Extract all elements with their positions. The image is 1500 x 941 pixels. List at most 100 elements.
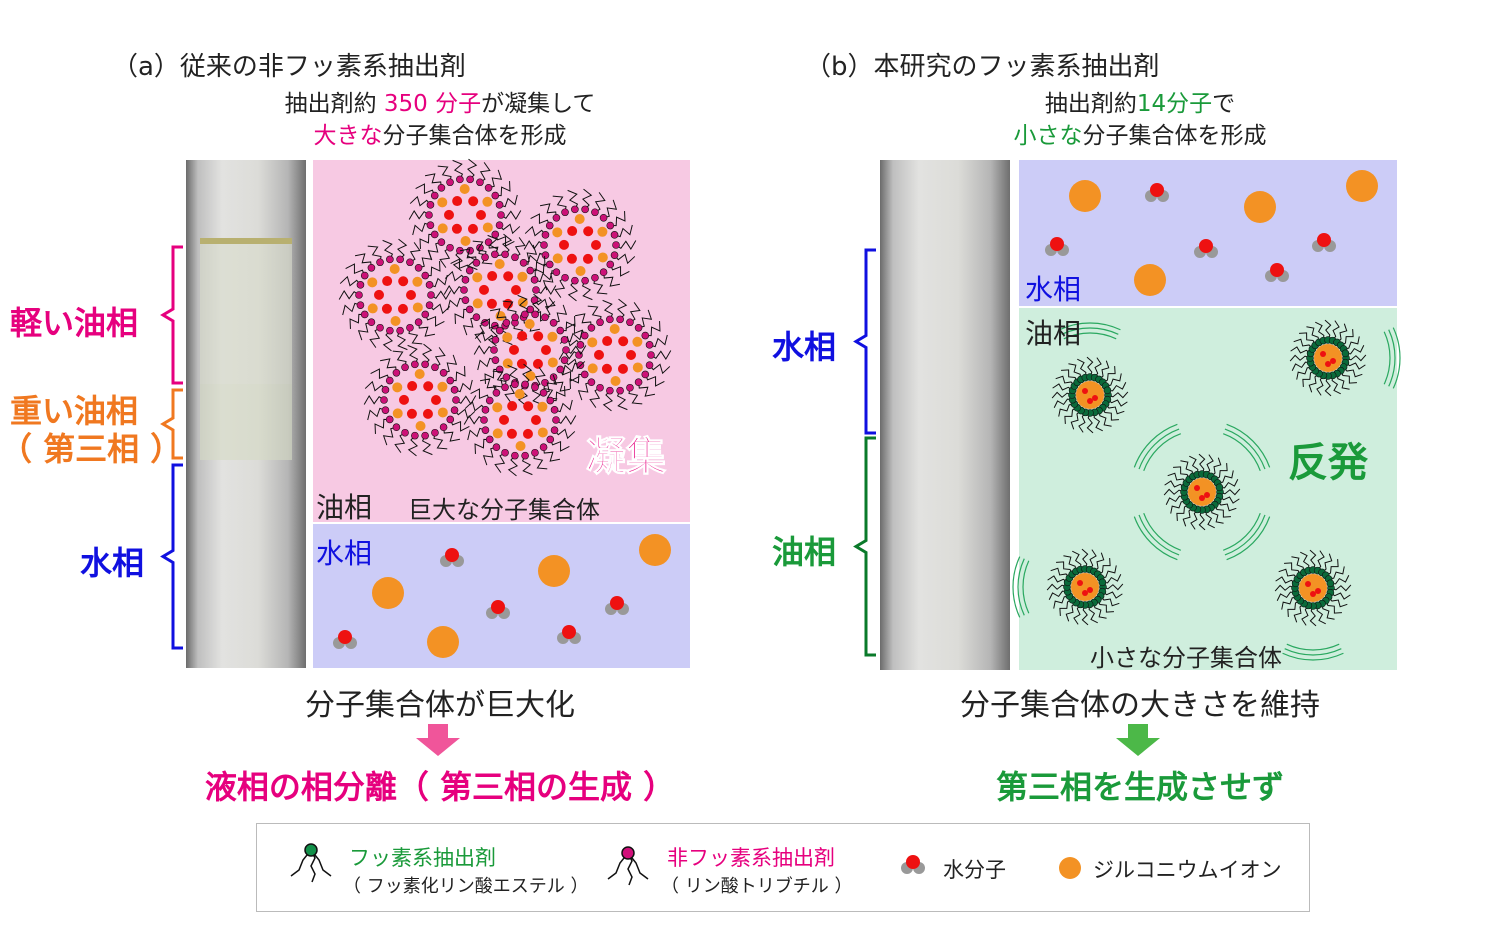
extractant-tail xyxy=(603,199,618,219)
extractant-tail xyxy=(488,169,503,189)
extractant-tail xyxy=(487,325,498,347)
extractant-tail xyxy=(484,368,500,384)
zirconium-core xyxy=(502,332,513,343)
extractant-tail xyxy=(577,381,592,401)
extractant-head xyxy=(421,310,430,319)
extractant-head xyxy=(541,313,549,322)
oxygen xyxy=(562,625,576,639)
extractant-head xyxy=(612,241,620,249)
extractant-tail xyxy=(558,349,580,360)
oxygen xyxy=(1199,239,1213,253)
result-b: 分子集合体の大きさを維持 xyxy=(960,688,1320,723)
zirconium-core xyxy=(389,264,400,275)
extractant-head xyxy=(511,313,519,322)
extractant-head xyxy=(606,386,614,395)
extractant-head xyxy=(606,221,615,230)
extractant-tail xyxy=(407,435,418,457)
zirconium-core xyxy=(392,382,403,393)
extractant-head xyxy=(396,255,404,264)
repulsion-arc xyxy=(1022,560,1030,614)
repulsion-arc xyxy=(1017,558,1025,616)
water-molecule xyxy=(1312,233,1336,252)
extractant-head xyxy=(587,378,596,387)
extractant-head xyxy=(540,241,548,249)
extractant-tail xyxy=(342,302,361,316)
highlight: 大きな xyxy=(313,123,383,149)
extractant-tail xyxy=(594,192,606,213)
extractant-tail xyxy=(523,244,538,264)
extractant-tail xyxy=(392,350,407,368)
extractant-head xyxy=(495,201,504,209)
extractant-tail xyxy=(452,250,463,272)
zirconium-core xyxy=(437,381,448,392)
panel-b-subtitle: 抽出剤約14分子で 小さな分子集合体を形成 xyxy=(890,88,1390,152)
extractant-head xyxy=(460,286,468,294)
water-core xyxy=(381,303,392,314)
oxygen xyxy=(1270,263,1284,277)
extractant-tail xyxy=(593,277,608,295)
extractant-head xyxy=(501,383,509,392)
repulsion-arc xyxy=(1063,332,1117,340)
bracket-heavy-oil xyxy=(160,388,183,460)
repulsion-arc xyxy=(1138,428,1180,470)
water-core xyxy=(601,363,612,374)
oil-phase-label-a: 油相 xyxy=(316,491,373,524)
text: で xyxy=(1212,91,1236,117)
extractant-tail xyxy=(492,370,507,388)
extractant-head xyxy=(530,276,539,284)
label-light-oil: 軽い油相 xyxy=(10,304,139,342)
extractant-head xyxy=(461,276,470,284)
zirconium-core xyxy=(610,375,621,386)
extractant-head xyxy=(446,376,455,385)
repulsion-arc xyxy=(1286,643,1340,651)
extractant-tail xyxy=(474,438,490,454)
legend: フッ素系抽出剤 （ フッ素化リン酸エステル ） 非フッ素系抽出剤 （ リン酸トリ… xyxy=(256,823,1310,912)
extractant-tail xyxy=(543,374,558,394)
extractant-tail xyxy=(533,452,548,470)
extractant-head xyxy=(431,428,439,437)
water-molecule xyxy=(1045,237,1069,256)
text: 抽出剤約 xyxy=(284,91,384,117)
extractant-tail xyxy=(467,158,478,180)
extractant-head xyxy=(425,211,433,219)
water-core xyxy=(511,285,521,295)
extractant-tail xyxy=(364,380,386,392)
zirconium-core xyxy=(415,420,426,431)
extractant-head xyxy=(561,208,569,217)
extractant-tail xyxy=(553,377,571,392)
repulsion-arc xyxy=(1224,514,1266,556)
extractant-head xyxy=(521,380,529,389)
extractant-head xyxy=(411,431,419,440)
extractant-head xyxy=(425,301,434,309)
zirconium-core xyxy=(495,310,506,321)
water-core xyxy=(567,226,578,237)
extractant-tail xyxy=(532,293,543,315)
extractant-head xyxy=(446,178,454,187)
extractant-head xyxy=(532,286,540,294)
zirconium-core xyxy=(547,357,558,368)
extractant-tail xyxy=(382,239,394,260)
zirconium-core xyxy=(547,331,558,342)
panel-a-title: （a）従来の非フッ素系抽出剤 xyxy=(112,52,466,82)
extractant-head xyxy=(466,246,474,255)
water-core xyxy=(382,276,393,287)
extractant-tail xyxy=(354,253,372,268)
extractant-head xyxy=(647,351,655,359)
extractant-tail xyxy=(462,316,477,336)
extractant-tail xyxy=(609,264,630,277)
water-core xyxy=(1305,581,1311,587)
extractant-tail xyxy=(418,249,433,269)
water-molecule xyxy=(557,625,581,644)
extractant-head xyxy=(561,273,569,282)
extractant-tail xyxy=(524,225,546,237)
water-core xyxy=(486,298,497,309)
head xyxy=(621,846,635,860)
zirconium-core xyxy=(515,440,526,451)
extractant-tail xyxy=(507,364,519,385)
water-core xyxy=(431,395,441,405)
extractant-tail xyxy=(650,350,672,361)
repulsion-arc xyxy=(1282,652,1344,661)
repulsion-arc xyxy=(1224,428,1266,470)
extractant-head xyxy=(430,230,439,239)
extractant-head xyxy=(521,310,529,319)
